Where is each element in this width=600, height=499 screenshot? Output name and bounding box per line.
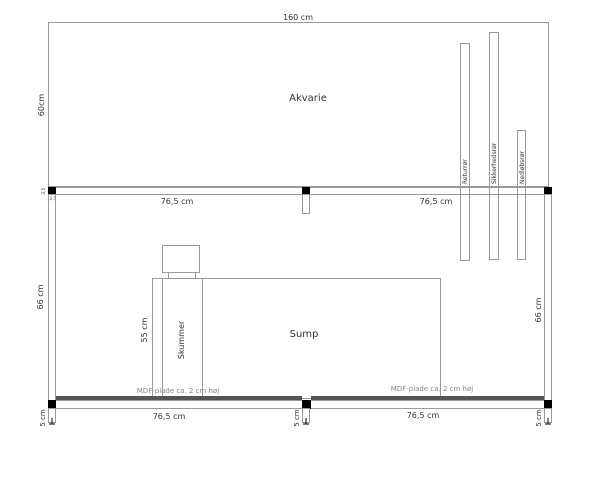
bottom-span-right: 76,5 cm — [407, 411, 440, 420]
sump-label: Sump — [290, 329, 319, 340]
mdf-label-left: MDF-plade ca. 2 cm høj — [137, 387, 220, 395]
skimmer-height-label: 55 cm — [140, 317, 149, 342]
foot-height-left: 5 cm — [39, 409, 47, 427]
skimmer-head — [162, 245, 200, 273]
aquarium-label: Akvarie — [289, 93, 327, 104]
beam-post-right — [544, 187, 552, 195]
bottom-beam — [48, 400, 552, 409]
beam-width-label: 2,5 — [50, 196, 57, 201]
bottom-span-left: 76,5 cm — [153, 412, 186, 421]
aquarium-height-label: 60cm — [37, 94, 46, 117]
mdf-label-right: MDF-plade ca. 2 cm høj — [391, 385, 474, 393]
top-span-right: 76,5 cm — [420, 197, 453, 206]
foot-height-right: 5 cm — [535, 409, 543, 427]
pipe-label: Nedløbsrør — [519, 151, 526, 184]
leg-height-left: 66 cm — [36, 284, 45, 309]
bottom-post-right — [544, 400, 552, 409]
pipe-label: Sikkerhedsrør — [491, 142, 498, 184]
top-width-label: 160 cm — [283, 13, 313, 22]
mid-support — [302, 194, 310, 214]
skimmer-neck — [168, 272, 196, 279]
foot-right — [544, 408, 552, 425]
overflow-safety-pipe — [489, 32, 499, 260]
beam-post-left — [48, 187, 56, 195]
leg-height-right: 66 cm — [534, 297, 543, 322]
foot-mid — [302, 408, 310, 425]
top-span-left: 76,5 cm — [161, 197, 194, 206]
return-pipe — [460, 43, 470, 261]
bottom-post-mid — [302, 400, 311, 409]
mdf-plate-right — [311, 396, 544, 400]
beam-post-mid — [302, 187, 310, 195]
leg-right — [544, 194, 552, 401]
mdf-plate-left — [56, 396, 302, 400]
bottom-post-left — [48, 400, 56, 409]
foot-left — [48, 408, 56, 425]
leg-left — [48, 194, 56, 401]
beam-thickness-label: 2,5 — [41, 187, 46, 194]
aquarium-outline — [48, 22, 549, 187]
pipe-label: Returrør — [462, 159, 469, 184]
skimmer-label: Skummer — [177, 320, 186, 359]
foot-height-mid: 5 cm — [293, 409, 301, 427]
top-beam — [48, 187, 552, 195]
